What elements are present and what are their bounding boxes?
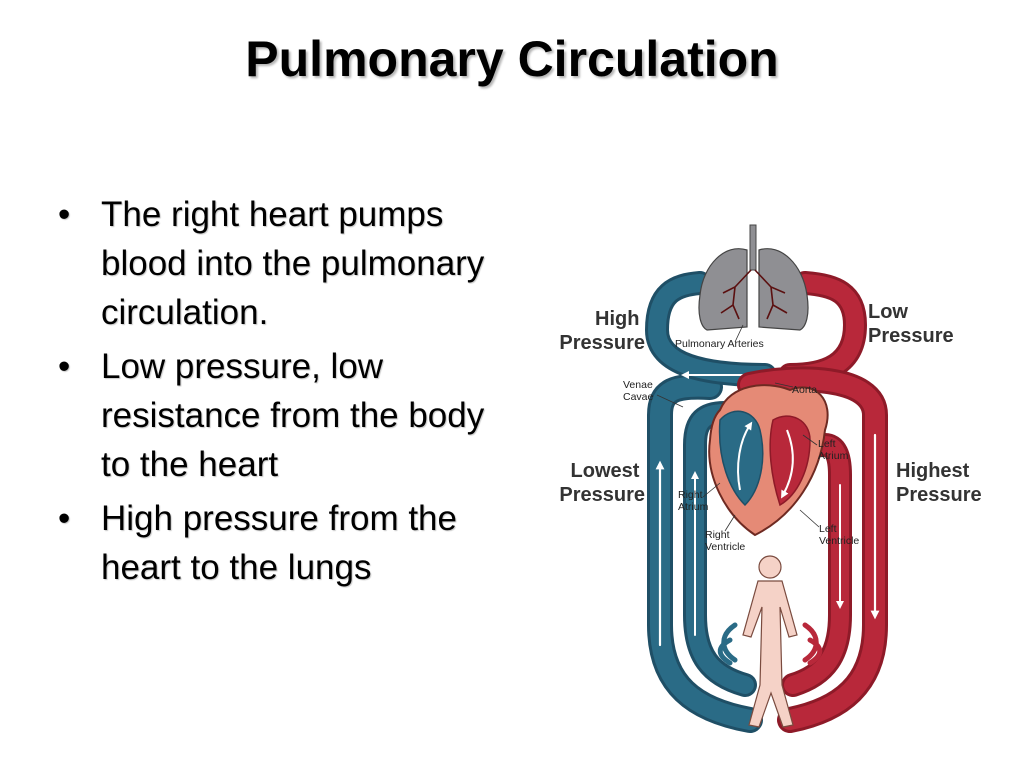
bullet-list: • The right heart pumps blood into the p…	[58, 190, 518, 597]
heart	[708, 384, 829, 537]
lowest-pressure-label: Lowest Pressure	[559, 460, 645, 506]
arterial-vessels	[737, 271, 888, 733]
low-pressure-label: Low Pressure	[868, 301, 954, 347]
bullet-text: Low pressure, low resistance from the bo…	[101, 347, 485, 484]
human-figure	[742, 555, 798, 728]
bullet-item: • Low pressure, low resistance from the …	[58, 342, 518, 489]
circulation-diagram: High Pressure Low Pressure Lowest Pressu…	[559, 224, 982, 733]
venae-cavae-label: Venae Cavae	[623, 379, 656, 403]
right-ventricle-label: Right Ventricle	[705, 529, 745, 553]
bullet-dot: •	[58, 347, 71, 386]
left-atrium-label: Left Atrium	[818, 438, 849, 462]
trachea	[749, 224, 757, 271]
bullet-text: High pressure from the heart to the lung…	[101, 499, 457, 587]
body-capillaries	[717, 622, 823, 666]
left-heart-chamber	[769, 415, 811, 507]
bullet-dot: •	[58, 499, 71, 538]
bullet-dot: •	[58, 195, 71, 234]
venous-vessels	[645, 271, 777, 733]
right-atrium-label: Right Atrium	[678, 489, 709, 513]
pulmonary-arteries-label: Pulmonary Arteries	[675, 338, 764, 350]
bullet-item: • High pressure from the heart to the lu…	[58, 494, 518, 592]
left-lung	[698, 248, 748, 331]
high-pressure-label: High Pressure	[559, 308, 645, 354]
highest-pressure-label: Highest Pressure	[896, 460, 982, 506]
lungs	[698, 224, 809, 331]
bullet-item: • The right heart pumps blood into the p…	[58, 190, 518, 337]
aorta-label: Aorta	[792, 384, 817, 396]
left-ventricle-label: Left Ventricle	[819, 523, 859, 547]
bullet-text: The right heart pumps blood into the pul…	[101, 195, 485, 332]
right-lung	[758, 248, 809, 331]
right-heart-chamber	[718, 410, 764, 507]
slide-title: Pulmonary Circulation	[245, 31, 779, 87]
